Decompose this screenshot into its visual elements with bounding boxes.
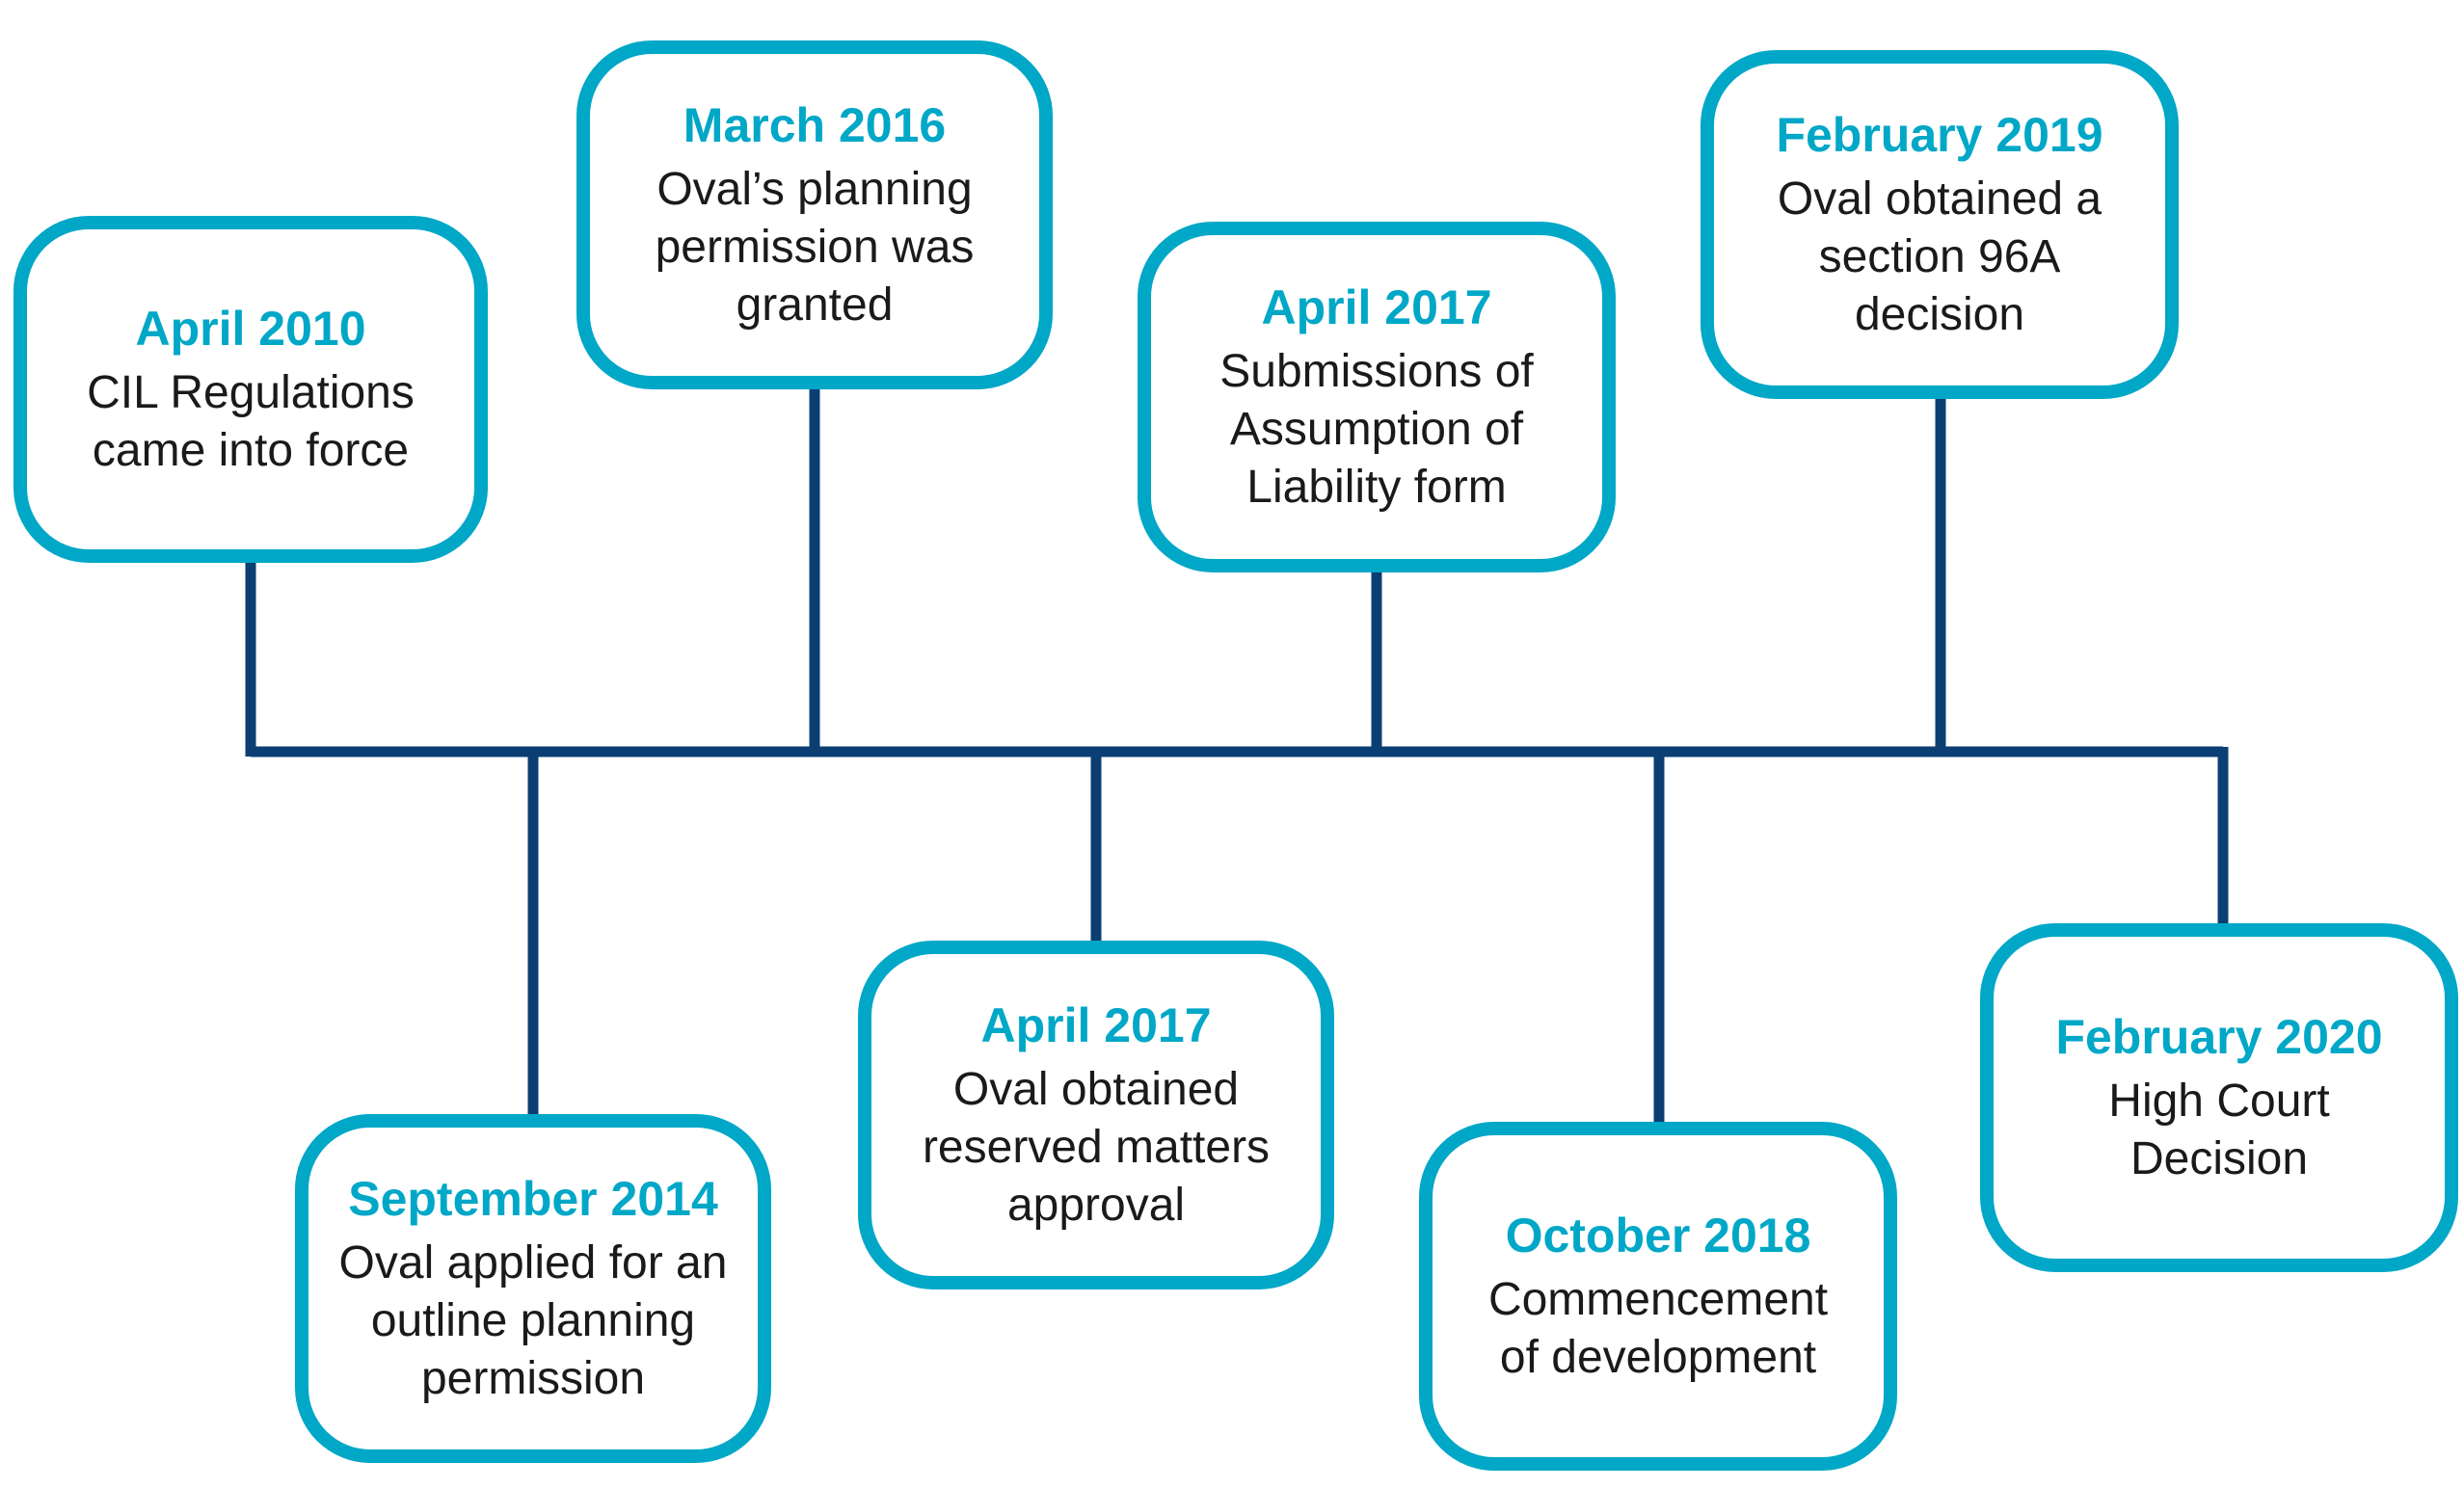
event-description: Submissions of Assumption of Liability f… xyxy=(1219,346,1534,513)
event-description: Commencement of development xyxy=(1487,1274,1829,1383)
event-description: Oval obtained a section 96A decision xyxy=(1777,173,2102,340)
event-date: April 2017 xyxy=(980,998,1212,1052)
event-description: Oval applied for an outline planning per… xyxy=(338,1237,728,1404)
event-box-september-2014: September 2014 Oval applied for an outli… xyxy=(295,1114,771,1463)
event-date: February 2019 xyxy=(1776,108,2103,162)
event-box-april-2010: April 2010 CIL Regulations came into for… xyxy=(13,216,488,563)
event-box-october-2018: October 2018 Commencement of development xyxy=(1419,1122,1897,1471)
event-date: April 2010 xyxy=(135,302,366,356)
event-description: CIL Regulations came into force xyxy=(87,367,415,476)
event-date: March 2016 xyxy=(683,98,947,152)
event-date: October 2018 xyxy=(1505,1209,1811,1262)
event-description: Oval obtained reserved matters approval xyxy=(922,1064,1271,1231)
event-box-february-2020: February 2020 High Court Decision xyxy=(1980,923,2458,1272)
event-box-april-2017-below: April 2017 Oval obtained reserved matter… xyxy=(858,941,1334,1289)
event-box-march-2016: March 2016 Oval’s planning permission wa… xyxy=(576,40,1053,389)
event-date: September 2014 xyxy=(348,1172,718,1226)
event-description: High Court Decision xyxy=(2108,1076,2330,1184)
event-date: February 2020 xyxy=(2055,1010,2383,1064)
event-box-february-2019: February 2019 Oval obtained a section 96… xyxy=(1701,50,2179,399)
event-box-april-2017-above: April 2017 Submissions of Assumption of … xyxy=(1138,222,1616,572)
event-description: Oval’s planning permission was granted xyxy=(655,164,975,331)
event-date: April 2017 xyxy=(1261,280,1492,334)
